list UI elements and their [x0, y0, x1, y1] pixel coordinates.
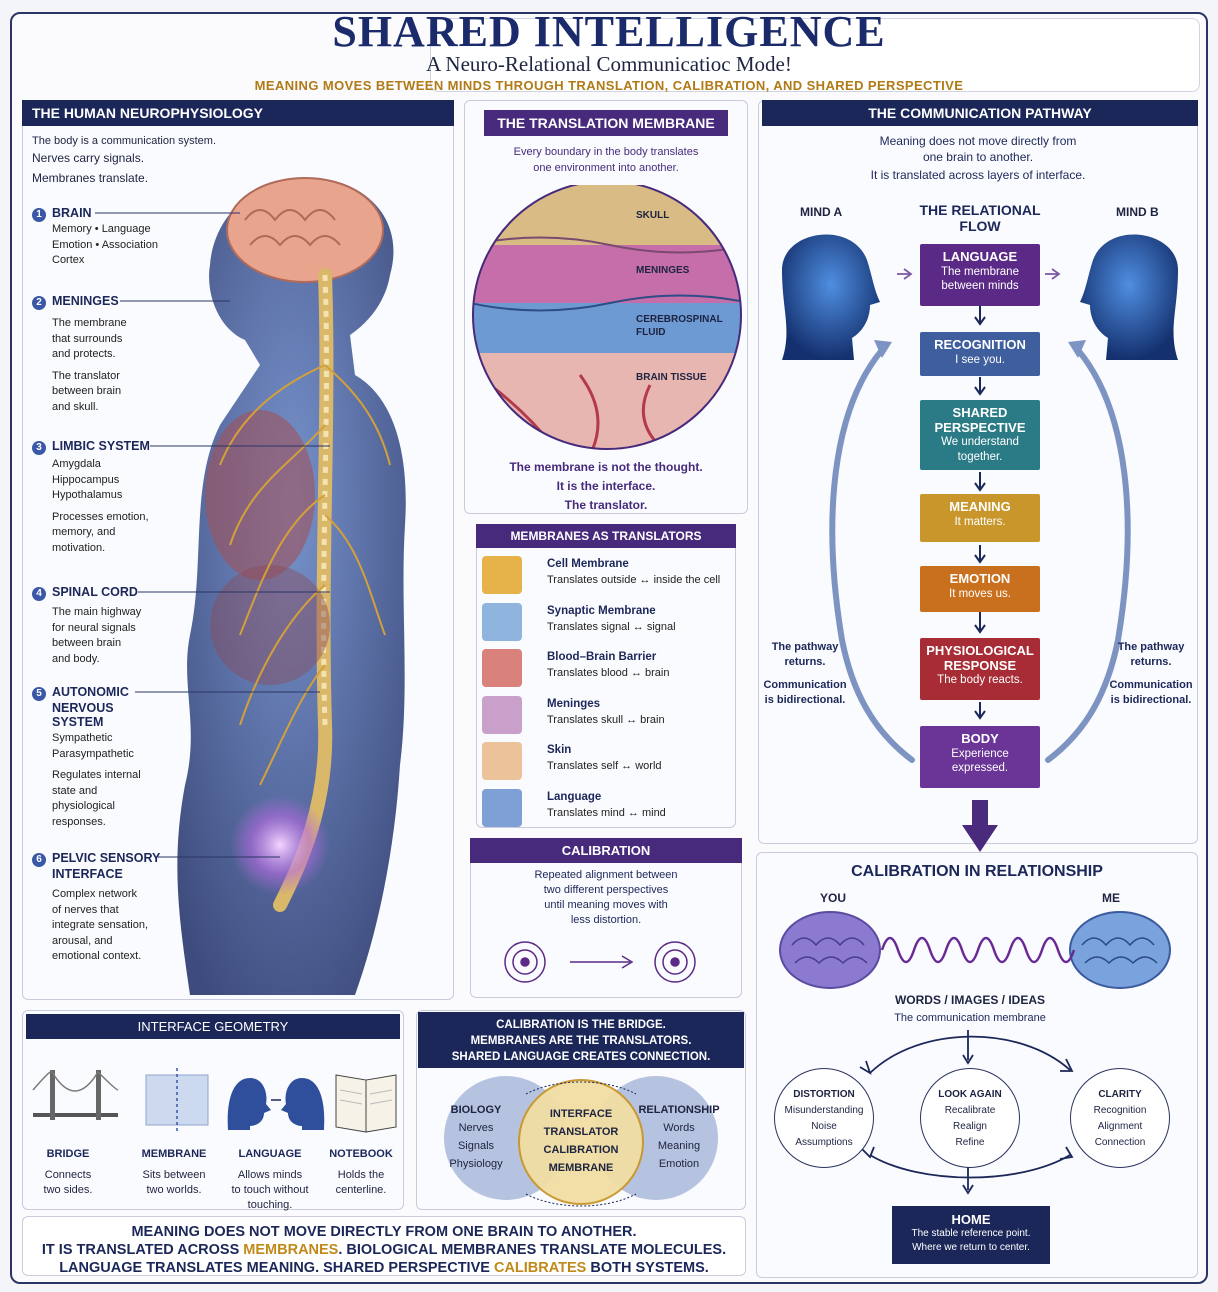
translator-icon: [482, 556, 522, 594]
pathway-heading: THE COMMUNICATION PATHWAY: [762, 100, 1198, 126]
calibration-targets: [504, 941, 696, 983]
neuro-intro-2: Nerves carry signals.: [32, 151, 145, 165]
neuro-intro-3: Membranes translate.: [32, 171, 149, 185]
layer-brain-tissue: BRAIN TISSUE: [636, 372, 707, 383]
page-title: SHARED INTELLIGENCE: [332, 7, 886, 56]
translator-name: Synaptic Membrane: [547, 604, 656, 617]
translators-heading: MEMBRANES AS TRANSLATORS: [476, 524, 736, 548]
mind-b-label: MIND B: [1116, 205, 1159, 219]
translator-desc: Translates self ↔ world: [547, 760, 662, 772]
translator-name: Language: [547, 790, 602, 803]
bridge-icon: [32, 1070, 119, 1120]
header-band: [430, 18, 1200, 92]
translator-desc: Translates skull ↔ brain: [547, 713, 665, 726]
footer-statement: MEANING DOES NOT MOVE DIRECTLY FROM ONE …: [22, 1216, 746, 1276]
translator-icon: [482, 602, 522, 641]
membrane-cross-section: [472, 185, 742, 450]
relationship-heading: CALIBRATION IN RELATIONSHIP: [851, 863, 1103, 880]
relationship-graphic: [779, 911, 1171, 1195]
words-label: WORDS / IMAGES / IDEAS: [894, 993, 1045, 1007]
relational-flow-title: THE RELATIONAL FLOW: [919, 202, 1041, 234]
layer-meninges: MENINGES: [636, 265, 690, 276]
neuro-leader-lines: [95, 212, 330, 858]
membrane-intro-1: Every boundary in the body translates: [513, 146, 699, 158]
membrane-icon: [145, 1068, 209, 1132]
neuro-heading: THE HUMAN NEUROPHYSIOLOGY: [22, 100, 454, 126]
calibration-heading: CALIBRATION: [470, 838, 742, 863]
venn-diagram: [444, 1076, 718, 1207]
translator-icon: [482, 742, 522, 780]
you-label: YOU: [820, 891, 847, 905]
pathway-graphic: [782, 234, 1178, 852]
layer-csf: CEREBROSPINAL: [636, 314, 723, 325]
membrane-intro-2: one environment into another.: [533, 162, 679, 174]
page-subtitle: A Neuro-Relational Communicatioc Mode!: [426, 52, 792, 76]
geometry-heading: INTERFACE GEOMETRY: [26, 1014, 400, 1039]
mind-a-label: MIND A: [800, 205, 843, 219]
translator-icon: [482, 649, 522, 687]
membrane-heading: THE TRANSLATION MEMBRANE: [484, 110, 728, 136]
pathway-intro-1: Meaning does not move directly from: [879, 134, 1077, 148]
translator-icon: [482, 695, 522, 734]
notebook-icon: [335, 1074, 397, 1133]
bridge-statement: CALIBRATION IS THE BRIDGE.MEMBRANES ARE …: [418, 1012, 744, 1068]
pathway-intro-3: It is translated across layers of interf…: [870, 168, 1086, 182]
layer-skull: SKULL: [636, 210, 670, 221]
geometry-icons: [32, 1068, 397, 1133]
language-icon: [227, 1078, 325, 1130]
translator-desc: Translates mind ↔ mind: [547, 806, 666, 819]
translator-name: Skin: [547, 744, 572, 756]
home-box: HOME The stable reference point. Where w…: [892, 1206, 1050, 1264]
me-label: ME: [1102, 891, 1120, 905]
translator-name: Meninges: [547, 697, 601, 710]
membrane-note-3: The translator.: [564, 498, 648, 512]
translator-icon: [482, 788, 522, 827]
membrane-note-2: It is the interface.: [556, 479, 656, 493]
membrane-note-1: The membrane is not the thought.: [509, 460, 703, 474]
translator-desc: Translates outside ↔ inside the cell: [547, 574, 721, 586]
layer-fluid: FLUID: [636, 327, 666, 338]
page-tagline: MEANING MOVES BETWEEN MINDS THROUGH TRAN…: [254, 78, 964, 93]
membrane-label: The communication membrane: [894, 1012, 1046, 1024]
neuro-intro-1: The body is a communication system.: [32, 135, 217, 147]
translator-desc: Translates signal ↔ signal: [547, 620, 676, 633]
body-illustration: [177, 177, 406, 995]
translator-name: Cell Membrane: [547, 558, 629, 570]
translator-name: Blood–Brain Barrier: [547, 651, 657, 663]
pathway-intro-2: one brain to another.: [922, 150, 1034, 164]
translator-desc: Translates blood ↔ brain: [547, 667, 670, 679]
